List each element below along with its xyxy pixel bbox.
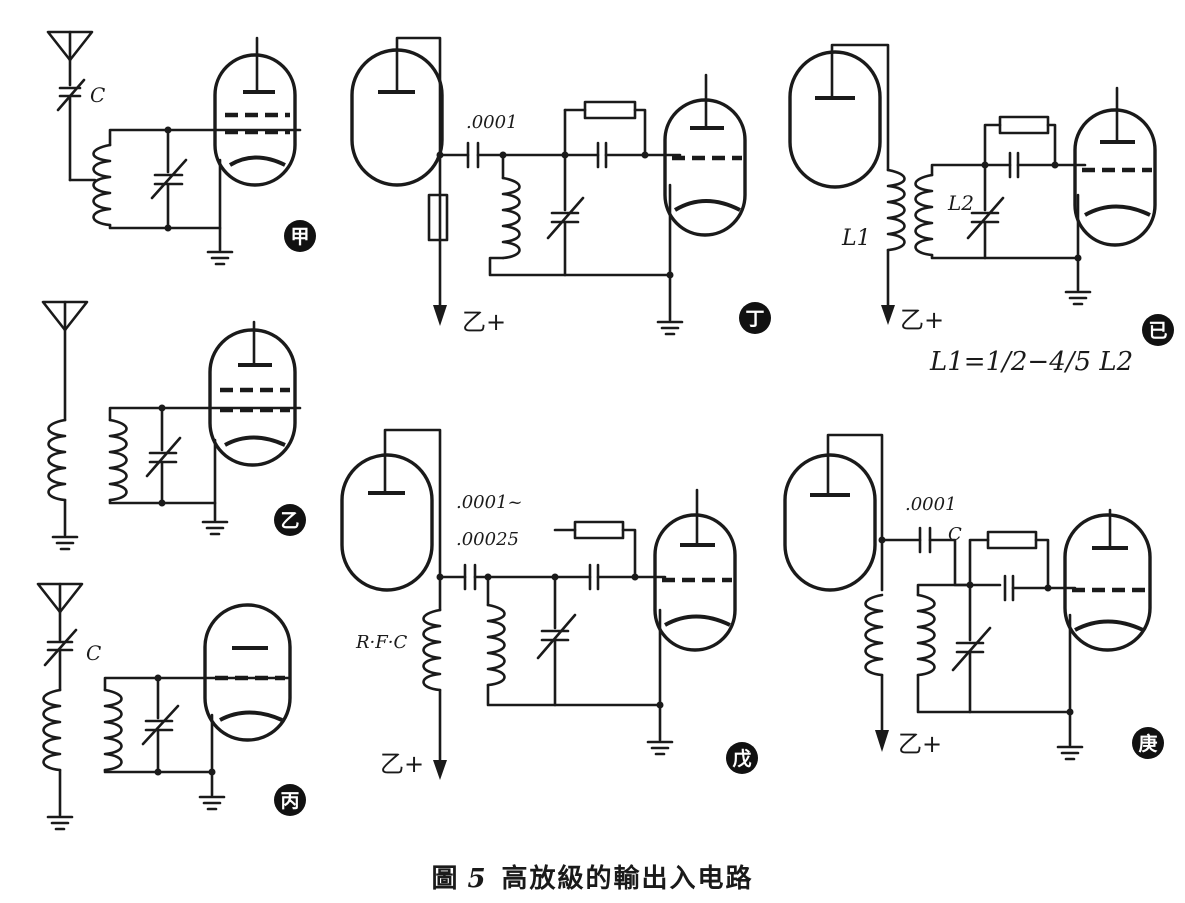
label-rfc: R·F·C xyxy=(355,632,407,653)
circuit-geng: .0001 C 乙+ 庚 xyxy=(783,433,1164,761)
circuit-jia: C 甲 xyxy=(46,30,316,266)
tag-yi: 乙 xyxy=(280,510,299,532)
circuit-ji: L1 乙+ L2 L1=1/2−4/5 L2 已 xyxy=(788,43,1174,377)
tag-ding: 丁 xyxy=(745,308,764,330)
label-bplus-geng: 乙+ xyxy=(898,730,942,758)
circuit-ding: 乙+ .0001 丁 xyxy=(350,36,771,336)
label-0001-wu: .0001~ xyxy=(456,492,523,513)
circuit-yi: 乙 xyxy=(41,300,306,551)
figure-title: 高放級的輸出入电路 xyxy=(501,864,754,894)
circuit-bing: C 丙 xyxy=(36,582,306,831)
schematic-diagram: C 甲 xyxy=(36,30,1174,831)
label-0001-geng: .0001 xyxy=(905,494,957,515)
label-bplus-wu: 乙+ xyxy=(380,750,424,778)
figure-label: 圖 xyxy=(431,864,460,894)
circuit-wu: .0001~ .00025 R·F·C 乙+ 戊 xyxy=(340,428,758,780)
label-l1: L1 xyxy=(841,226,871,251)
label-00025-wu: .00025 xyxy=(456,529,519,550)
tag-geng: 庚 xyxy=(1138,732,1157,755)
label-l2: L2 xyxy=(947,191,974,215)
formula-l1: L1=1/2−4/5 L2 xyxy=(929,347,1133,377)
label-bplus-ji: 乙+ xyxy=(900,306,944,334)
tag-wu: 戊 xyxy=(732,747,751,770)
tag-ji: 已 xyxy=(1148,320,1167,342)
tag-jia: 甲 xyxy=(290,226,309,248)
label-0001-ding: .0001 xyxy=(466,112,518,133)
label-c-bing: C xyxy=(86,641,101,665)
label-bplus-ding: 乙+ xyxy=(462,308,506,336)
tag-bing: 丙 xyxy=(280,790,299,812)
figure-number: 5 xyxy=(467,864,488,894)
label-c: C xyxy=(90,83,105,107)
